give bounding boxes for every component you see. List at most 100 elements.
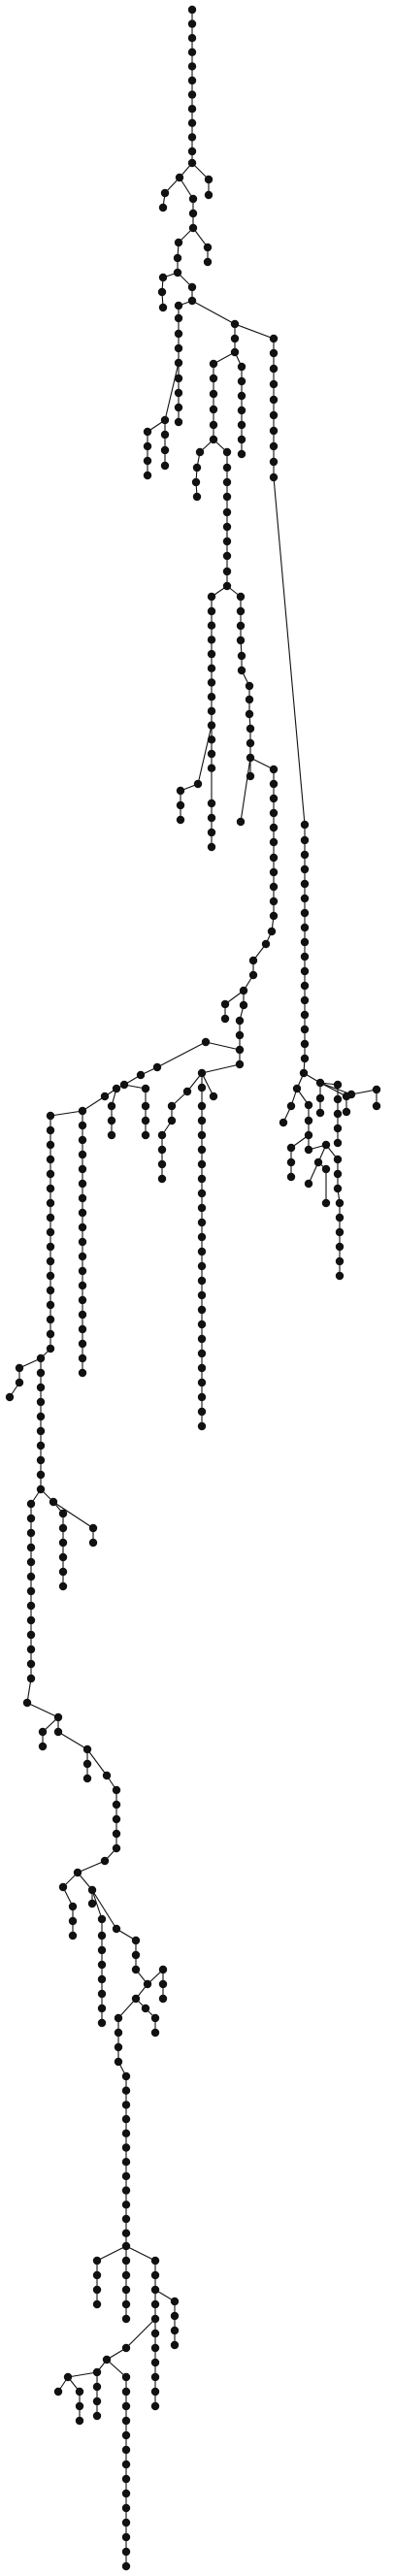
tree-node	[300, 1010, 310, 1020]
tree-node	[121, 2285, 131, 2295]
tree-node	[152, 1062, 162, 1072]
tree-node	[300, 937, 310, 947]
tree-node	[58, 1523, 68, 1533]
tree-node	[203, 243, 213, 252]
tree-edges	[9, 10, 378, 2566]
tree-node	[46, 1329, 55, 1339]
tree-node	[236, 606, 246, 616]
tree-node	[269, 867, 279, 877]
tree-node	[269, 837, 279, 847]
tree-node	[49, 1497, 58, 1507]
tree-node	[112, 1843, 121, 1853]
tree-node	[121, 2445, 131, 2455]
tree-node	[333, 1080, 343, 1090]
tree-node	[197, 1232, 207, 1242]
tree-edge	[106, 2359, 127, 2378]
tree-node	[26, 1543, 36, 1552]
tree-node	[87, 1885, 97, 1895]
tree-node	[88, 1538, 98, 1548]
tree-node	[187, 105, 197, 114]
tree-node	[197, 1068, 207, 1078]
tree-node	[182, 1087, 192, 1096]
tree-node	[300, 864, 310, 874]
tree-node	[207, 721, 216, 730]
tree-node	[38, 1727, 48, 1737]
tree-node	[143, 456, 152, 466]
tree-node	[191, 477, 201, 487]
tree-node	[342, 1107, 351, 1117]
tree-node	[236, 592, 246, 602]
tree-node	[187, 118, 197, 127]
tree-node	[121, 2270, 131, 2280]
tree-node	[209, 435, 218, 444]
tree-node	[78, 1281, 87, 1290]
tree-node	[174, 343, 183, 353]
tree-node	[46, 1344, 55, 1353]
tree-node	[269, 911, 279, 921]
tree-node	[150, 2358, 160, 2367]
tree-node	[333, 1155, 343, 1164]
tree-node	[121, 2086, 131, 2095]
tree-node	[239, 1000, 248, 1010]
tree-node	[15, 1363, 24, 1373]
tree-node	[78, 1324, 87, 1334]
tree-node	[121, 2143, 131, 2152]
tree-node	[207, 735, 216, 744]
tree-node	[53, 2387, 63, 2397]
tree-edge	[125, 2318, 156, 2349]
tree-node	[300, 981, 310, 991]
tree-node	[97, 1989, 107, 1999]
tree-node	[121, 2401, 131, 2411]
tree-node	[26, 1499, 36, 1509]
tree-node	[333, 1184, 343, 1193]
tree-node	[333, 1109, 343, 1119]
tree-node	[222, 581, 232, 591]
tree-node	[209, 389, 218, 399]
tree-node	[26, 1630, 36, 1640]
tree-node	[292, 1084, 302, 1093]
tree-node	[245, 695, 254, 704]
tree-node	[187, 147, 197, 156]
tree-node	[195, 447, 205, 457]
tree-node	[121, 2547, 131, 2557]
tree-node	[78, 1179, 87, 1189]
tree-node	[222, 537, 232, 546]
tree-node	[176, 800, 185, 810]
tree-node	[121, 2474, 131, 2484]
tree-node	[121, 2229, 131, 2237]
tree-node	[286, 1101, 296, 1111]
tree-node	[269, 410, 279, 420]
tree-node	[46, 1125, 55, 1135]
tree-node	[75, 2401, 84, 2411]
tree-edge	[125, 2245, 156, 2262]
tree-edge	[164, 362, 180, 421]
tree-node	[157, 1159, 167, 1169]
tree-node	[92, 2256, 102, 2266]
tree-node	[150, 2028, 160, 2038]
tree-node	[248, 956, 258, 965]
tree-node	[112, 1800, 121, 1810]
tree-node	[46, 1169, 55, 1179]
tree-node	[160, 430, 170, 440]
tree-edge	[52, 1501, 94, 1529]
tree-node	[170, 2326, 180, 2335]
tree-node	[121, 2114, 131, 2124]
tree-node	[121, 2430, 131, 2440]
tree-node	[46, 1140, 55, 1150]
tree-node	[333, 1169, 343, 1179]
tree-node	[246, 724, 255, 734]
tree-node	[36, 1353, 46, 1363]
tree-edge	[67, 2371, 98, 2378]
tree-node	[121, 2532, 131, 2542]
tree-node	[157, 1174, 167, 1184]
tree-node	[245, 681, 254, 691]
tree-node	[237, 435, 246, 444]
tree-node	[237, 420, 246, 430]
tree-node	[207, 664, 216, 672]
tree-node	[300, 908, 310, 918]
tree-node	[97, 1974, 107, 1984]
tree-node	[157, 287, 167, 297]
tree-node	[197, 1407, 207, 1417]
tree-node	[121, 2489, 131, 2498]
tree-node	[167, 1101, 177, 1111]
